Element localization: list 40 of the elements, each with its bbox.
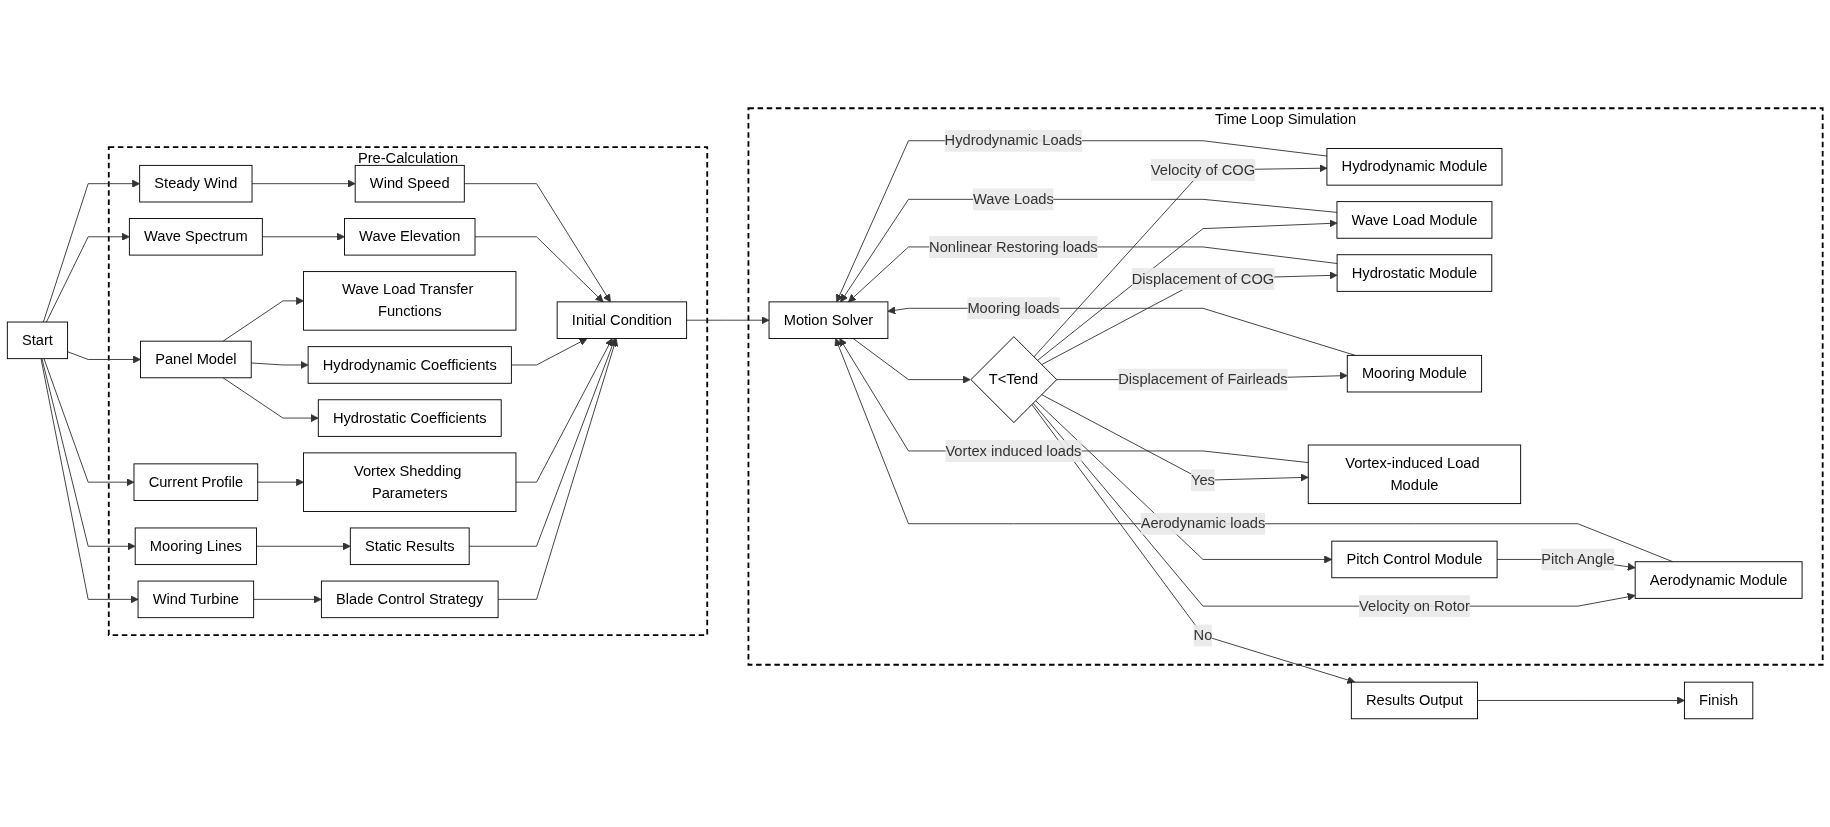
node-box: Wave Spectrum [128, 218, 263, 256]
node-box: Hydrostatic Coefficients [317, 399, 502, 437]
edge-label: Yes [1191, 472, 1215, 488]
node-box: Wind Turbine [137, 580, 255, 619]
node-box: Wave Load Module [1336, 201, 1493, 239]
edge-label: Wave Loads [972, 191, 1054, 207]
node-diamond: T<Tend [970, 336, 1058, 424]
edge-label: Mooring loads [967, 300, 1060, 316]
edge-label: Displacement of Fairleads [1118, 371, 1288, 387]
edge-label: Pitch Angle [1541, 551, 1615, 567]
node-box: Hydrostatic Module [1336, 254, 1493, 292]
edge-label: Velocity of COG [1150, 161, 1256, 178]
node-box: Steady Wind [139, 164, 253, 203]
node-box: Mooring Lines [134, 527, 257, 566]
node-box: Panel Model [140, 340, 252, 379]
edge-label: Displacement of COG [1131, 270, 1275, 287]
node-box: Hydrodynamic Coefficients [307, 346, 512, 384]
node-box: Vortex-induced Load Module [1307, 444, 1522, 505]
node-box: Pitch Control Module [1331, 540, 1498, 579]
node-box: Motion Solver [768, 301, 889, 339]
node-box: Static Results [349, 527, 470, 566]
node-box: Mooring Module [1346, 354, 1483, 393]
edge-label: Vortex induced loads [945, 442, 1082, 459]
node-box: Vortex Shedding Parameters [303, 452, 517, 512]
node-box: Finish [1683, 681, 1754, 720]
node-box: Aerodynamic Module [1634, 561, 1803, 599]
edge-label: No [1193, 627, 1213, 643]
node-box: Wave Load Transfer Functions [303, 271, 517, 331]
node-box: Current Profile [133, 463, 259, 501]
node-box: Results Output [1350, 681, 1478, 720]
edge-label: Aerodynamic loads [1140, 515, 1266, 532]
edge-label: Hydrodynamic Loads [944, 132, 1083, 149]
node-box: Start [6, 321, 69, 360]
node-box: Hydrodynamic Module [1326, 148, 1503, 186]
edge-label: Velocity on Rotor [1359, 597, 1470, 614]
edge-label: Nonlinear Restoring loads [929, 238, 1098, 255]
node-box: Initial Condition [556, 301, 688, 339]
node-box: Wave Elevation [344, 218, 476, 256]
node-box: Wind Speed [354, 164, 465, 203]
node-box: Blade Control Strategy [320, 580, 499, 619]
